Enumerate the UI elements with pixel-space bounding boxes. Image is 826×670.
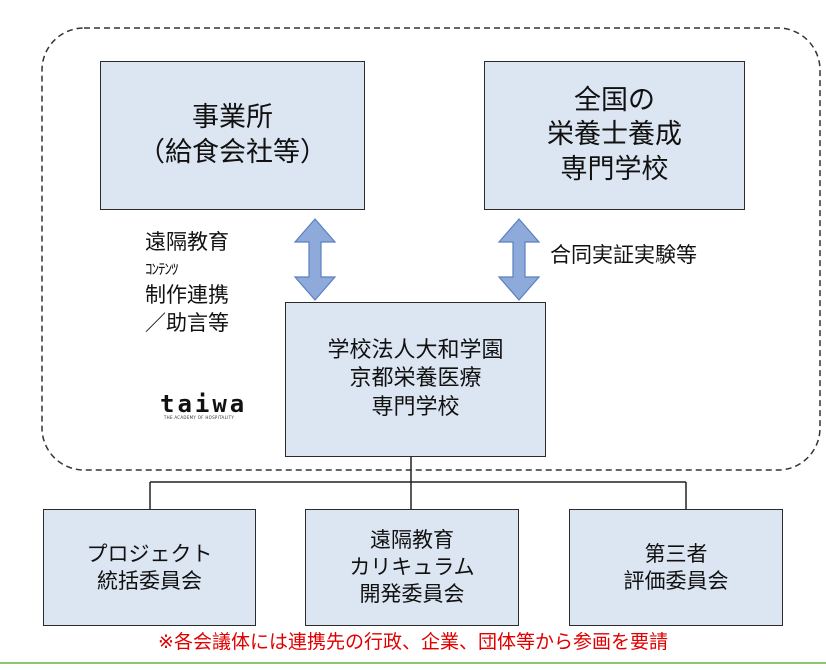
double-arrow-left (293, 218, 337, 301)
project-line-1: プロジェクト (86, 541, 213, 566)
center-line-3: 専門学校 (371, 394, 460, 420)
left-label-line-3: 制作連携 (145, 283, 229, 308)
left-label-line-2: ｺﾝﾃﾝﾂ (145, 260, 179, 279)
group-outline (41, 27, 821, 471)
center-line-1: 学校法人大和学園 (327, 338, 504, 364)
participation-note: ※各会議体には連携先の行政、企業、団体等から参画を要請 (158, 631, 668, 653)
curriculum-line-3: 開発委員会 (359, 581, 465, 606)
double-arrow-right (497, 218, 541, 301)
taiwa-logo: taiwa THE ACADEMY OF HOSPITALITY (160, 390, 248, 421)
office-box: 事業所 （給食会社等） (100, 61, 365, 210)
curriculum-line-1: 遠隔教育 (370, 528, 454, 553)
right-relation-label: 合同実証実験等 (550, 243, 697, 267)
left-label-line-4: ／助言等 (145, 311, 229, 336)
project-committee-box: プロジェクト 統括委員会 (43, 509, 256, 626)
office-line-2: （給食会社等） (138, 136, 327, 168)
logo-tagline: THE ACADEMY OF HOSPITALITY (163, 415, 235, 420)
left-relation-label: 遠隔教育 ｺﾝﾃﾝﾂ 制作連携 ／助言等 (145, 228, 229, 337)
curriculum-line-2: カリキュラム (349, 555, 475, 580)
third-line-1: 第三者 (644, 541, 708, 566)
third-party-committee-box: 第三者 評価委員会 (569, 509, 783, 626)
schools-line-3: 専門学校 (560, 153, 669, 185)
center-school-box: 学校法人大和学園 京都栄養医療 専門学校 (285, 302, 546, 457)
curriculum-committee-box: 遠隔教育 カリキュラム 開発委員会 (305, 509, 519, 626)
schools-line-2: 栄養士養成 (547, 119, 682, 151)
bottom-rule (0, 662, 826, 664)
center-line-2: 京都栄養医療 (349, 366, 482, 392)
office-line-1: 事業所 (192, 101, 273, 133)
third-line-2: 評価委員会 (623, 568, 729, 593)
schools-box: 全国の 栄養士養成 専門学校 (484, 61, 745, 210)
logo-text: taiwa (160, 390, 248, 418)
project-line-2: 統括委員会 (97, 568, 202, 593)
schools-line-1: 全国の (574, 84, 655, 116)
left-label-line-1: 遠隔教育 (145, 230, 229, 254)
